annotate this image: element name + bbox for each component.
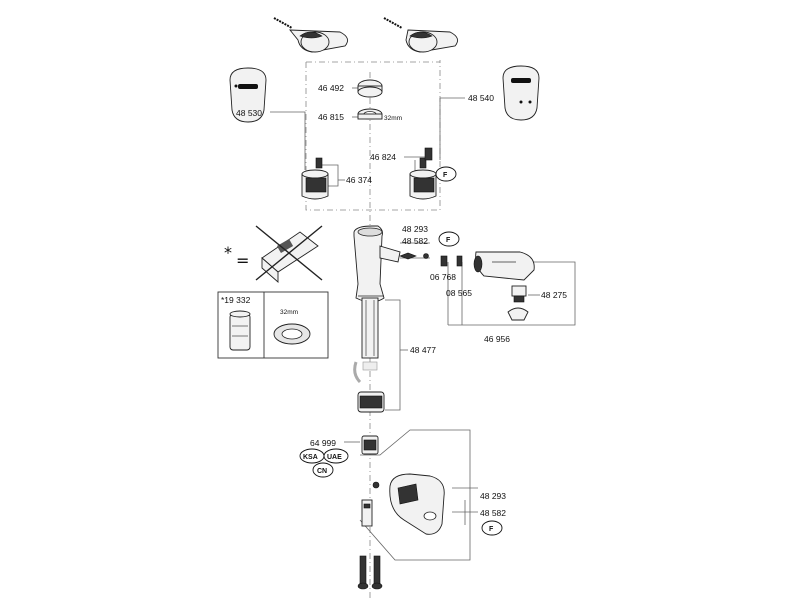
svg-text:F: F — [446, 237, 451, 244]
mounting-bolts — [357, 555, 383, 590]
label-handle-left: 48 530 — [236, 108, 262, 118]
handle-front-view-left — [229, 67, 267, 123]
spray-insert — [507, 285, 529, 321]
svg-text:UAE: UAE — [327, 454, 342, 461]
label-spray-insert: 48 275 — [541, 290, 567, 300]
cartridge-right — [409, 157, 437, 200]
hose-weight — [357, 391, 385, 413]
label-hose-part-a: 06 768 — [430, 272, 456, 282]
hose-part-06768 — [440, 255, 448, 267]
label-screw-set: 48 293 — [402, 224, 428, 234]
spray-head — [473, 251, 535, 281]
label-cartridge: 46 374 — [346, 175, 372, 185]
label-spray-head: 46 956 — [484, 334, 510, 344]
badge-uae: UAE — [323, 448, 349, 464]
lever-handle-left — [273, 17, 349, 53]
label-aerator: 64 999 — [310, 438, 336, 448]
callout-ring-icon — [273, 323, 311, 345]
small-part-46824 — [424, 147, 433, 161]
lever-handle-right — [383, 17, 459, 53]
label-bracket-set: 48 582 — [480, 508, 506, 518]
label-hose-part-b: 08 565 — [446, 288, 472, 298]
hose-connector — [399, 252, 429, 260]
faucet-body — [353, 225, 401, 303]
label-aerator-set: 48 582 — [402, 236, 428, 246]
aerator-part — [361, 435, 379, 455]
badge-f-top: F — [435, 166, 457, 182]
cap-part — [357, 79, 383, 98]
callout-star: * — [224, 243, 232, 262]
label-bracket-screw: 48 293 — [480, 491, 506, 501]
mounting-bracket — [389, 473, 445, 535]
label-hose-set: 48 477 — [410, 345, 436, 355]
label-nut: 46 815 — [318, 112, 344, 122]
label-nut-size: 32mm — [384, 115, 402, 122]
badge-f-bottom: F — [481, 520, 503, 536]
nut-part — [357, 108, 383, 120]
handle-screw-right — [383, 17, 403, 29]
handle-front-view-right — [502, 65, 540, 121]
handle-screw-left — [273, 17, 293, 29]
bracket-screw — [372, 481, 380, 489]
label-handle-right: 48 540 — [468, 93, 494, 103]
label-cap: 46 492 — [318, 83, 344, 93]
label-small-part: 46 824 — [370, 152, 396, 162]
callout-note: * = — [224, 225, 323, 283]
callout-cartridge-icon — [229, 310, 251, 351]
callout-part-number: *19 332 — [221, 295, 251, 305]
svg-text:F: F — [489, 526, 494, 533]
callout-box: *19 332 32mm — [217, 291, 329, 359]
svg-text:KSA: KSA — [303, 454, 318, 461]
badge-cn: CN — [312, 462, 334, 478]
svg-text:F: F — [443, 172, 448, 179]
cartridge-left — [301, 157, 329, 200]
svg-text:CN: CN — [317, 468, 327, 475]
part-number-labels: 48 530 48 540 46 492 46 815 32mm 46 824 … — [236, 83, 567, 518]
callout-equals: = — [236, 251, 249, 270]
bracket-pin — [361, 499, 373, 527]
no-grease-icon — [255, 225, 323, 283]
badge-ksa: KSA — [299, 448, 325, 464]
badge-f-middle: F — [438, 231, 460, 247]
hose-part-08565 — [456, 255, 463, 267]
callout-size: 32mm — [280, 309, 298, 316]
pull-out-hose — [353, 297, 379, 384]
